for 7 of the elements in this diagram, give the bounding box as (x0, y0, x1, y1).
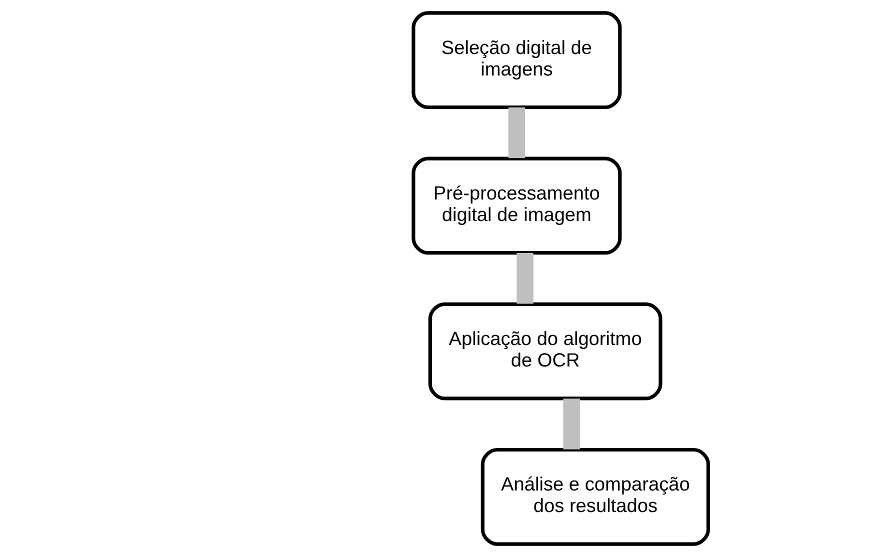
node-box: Pré-processamento digital de imagem (412, 156, 622, 255)
connector (516, 252, 534, 304)
node-box: Seleção digital de imagens (412, 11, 622, 110)
connector (563, 398, 580, 450)
node-box: Aplicação do algoritmo de OCR (428, 302, 662, 400)
node-box: Análise e comparação dos resultados (480, 448, 710, 546)
connector (508, 107, 526, 158)
